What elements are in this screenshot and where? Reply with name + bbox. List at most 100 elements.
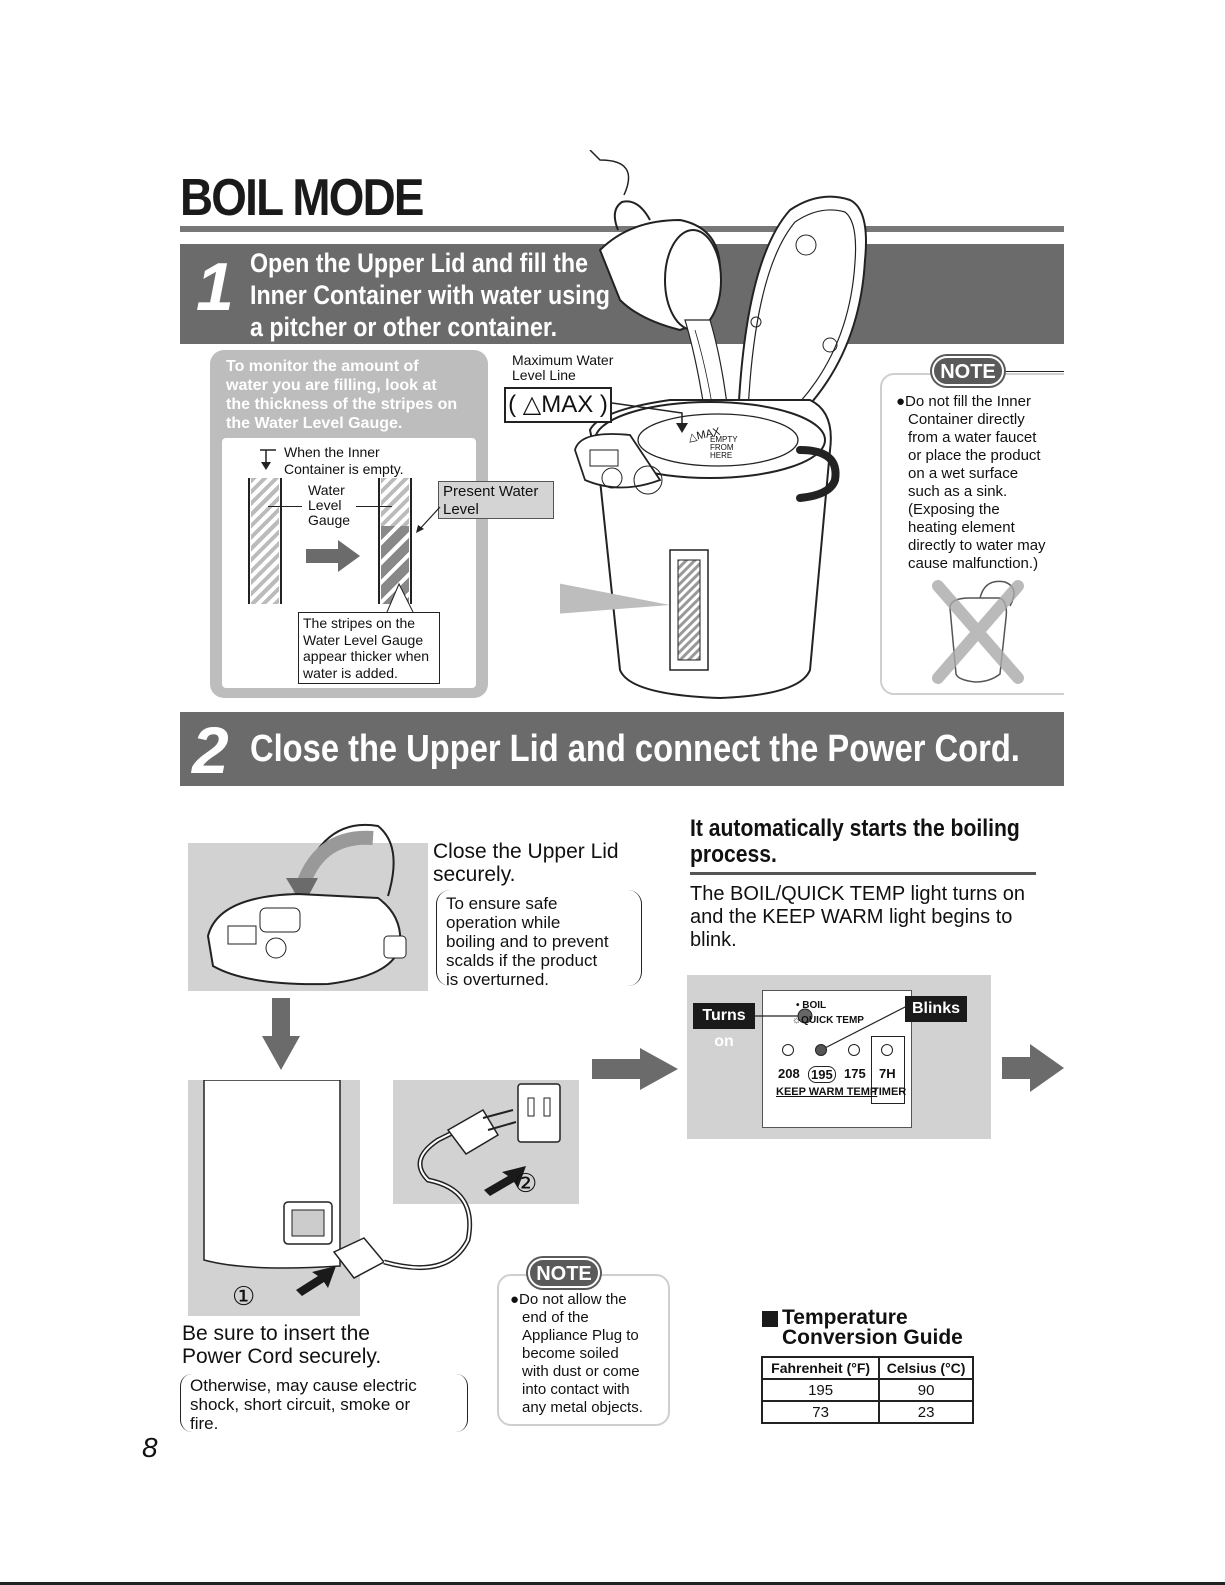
close-lid-illustration: [206, 823, 407, 986]
note1-badge: NOTE: [932, 356, 1004, 386]
empty-arrow: [260, 449, 276, 470]
table-cell: 90: [878, 1378, 974, 1402]
present-pointer: [416, 506, 441, 533]
timer-label: TIMER: [872, 1086, 907, 1098]
gauge-filled: [378, 478, 412, 604]
auto-start-body: and the KEEP WARM light begins to: [690, 906, 1013, 928]
present-level-line: Present Water: [443, 483, 539, 500]
from-label: FROM: [710, 443, 734, 452]
max-pointer: [612, 402, 688, 433]
note1-rule: [1006, 371, 1064, 372]
gauge-filled-stripes-thick: [381, 526, 409, 604]
indicator-175: [848, 1044, 860, 1056]
empty-from-here: EMPTY FROM HERE: [710, 436, 738, 460]
note1-line: on a wet surface: [908, 465, 1019, 482]
title-rule: [180, 226, 1064, 232]
table-header: Celsius (°C): [878, 1356, 974, 1380]
temp-195: 195: [808, 1066, 836, 1083]
auto-start-rule: [690, 872, 1036, 875]
auto-start-body: blink.: [690, 929, 737, 951]
note1-line: such as a sink.: [908, 483, 1008, 500]
paren-right: [628, 890, 642, 986]
timer-value: 7H: [879, 1066, 896, 1081]
note2-line: with dust or come: [522, 1363, 640, 1380]
table-header: Fahrenheit (°F): [760, 1356, 881, 1380]
note1-line: heating element: [908, 519, 1015, 536]
step1-line: a pitcher or other container.: [250, 312, 558, 342]
paren-right: [456, 1374, 468, 1432]
step1-line: Inner Container with water using: [250, 280, 610, 310]
stripes-note: The stripes on the Water Level Gauge app…: [298, 612, 440, 684]
page-number: 8: [142, 1432, 158, 1463]
page-title: BOIL MODE: [180, 169, 424, 227]
pot-fill-illustration: [560, 150, 867, 700]
gauge-label-line: Gauge: [308, 512, 351, 528]
step1-number: 1: [196, 249, 234, 325]
step2-banner: [180, 712, 1064, 786]
right-arrow-icon: [592, 1048, 678, 1090]
control-display: [762, 990, 912, 1128]
stripes-note-line: Water Level Gauge: [303, 631, 424, 648]
note2-line: end of the: [522, 1309, 589, 1326]
monitor-line: the Water Level Gauge.: [226, 415, 403, 432]
auto-start-body: The BOIL/QUICK TEMP light turns on: [690, 883, 1025, 905]
note2-line: become soiled: [522, 1345, 619, 1362]
gauge-filled-stripes-top: [381, 478, 409, 526]
conversion-table: Fahrenheit (°F) Celsius (°C) 195 90 73 2…: [760, 1356, 974, 1424]
gauge-empty-stripes: [251, 478, 279, 604]
quick-temp-label: ☼QUICK TEMP: [792, 1015, 864, 1026]
note1-line: cause malfunction.): [908, 555, 1039, 572]
step1-line: Open the Upper Lid and fill the: [250, 248, 588, 278]
empty-note-line: When the Inner: [284, 444, 380, 460]
temp-175: 175: [844, 1066, 866, 1081]
indicator-195: [815, 1044, 827, 1056]
table-header-row: Fahrenheit (°F) Celsius (°C): [760, 1356, 974, 1380]
no-faucet-illustration: [932, 580, 1024, 684]
note2-line: any metal objects.: [522, 1399, 643, 1416]
stripes-note-line: The stripes on the: [303, 615, 416, 631]
power-cord-illustration: [203, 1080, 561, 1296]
gauge-label-line: Level: [308, 497, 342, 513]
monitor-line: water you are filling, look at: [226, 377, 437, 394]
conv-head: Temperature: [782, 1306, 908, 1329]
max-level-symbol: ( △MAX ): [508, 391, 608, 418]
note2-line: ●Do not allow the: [510, 1291, 627, 1308]
empty-note-line: Container is empty.: [284, 461, 404, 477]
timer-box: [871, 1036, 905, 1104]
note2-badge: NOTE: [528, 1258, 600, 1288]
note1-line: ●Do not fill the Inner: [896, 393, 1031, 410]
table-cell: 73: [760, 1400, 881, 1424]
empty-label: EMPTY: [710, 435, 738, 444]
right-arrow-icon: [306, 540, 360, 572]
max-label-line: Maximum Water: [512, 352, 614, 368]
blinks-label: Blinks: [905, 996, 967, 1022]
table-row: 73 23: [760, 1400, 974, 1424]
insert-cord-sub: Otherwise, may cause electric: [190, 1376, 417, 1395]
insert-cord-sub: fire.: [190, 1414, 219, 1433]
auto-start-head: process.: [690, 841, 777, 868]
insert-cord-line: Power Cord securely.: [182, 1345, 382, 1368]
auto-start-head: It automatically starts the boiling: [690, 815, 1020, 842]
table-row: 195 90: [760, 1378, 974, 1402]
monitor-line: To monitor the amount of: [226, 358, 419, 375]
indicator-208: [782, 1044, 794, 1056]
stripes-note-line: water is added.: [303, 664, 398, 681]
max-level-box: ( △MAX ): [504, 387, 612, 423]
paren-left: [436, 890, 450, 986]
close-lid-line: securely.: [433, 863, 516, 886]
gauge-label-line: Water: [308, 482, 345, 498]
max-label-line: Level Line: [512, 367, 576, 383]
turns-on-label: Turns on: [693, 1003, 755, 1050]
bottom-rule: [0, 1582, 1225, 1585]
note1-line: directly to water may: [908, 537, 1046, 554]
insert-cord-line: Be sure to insert the: [182, 1322, 370, 1345]
step-a-marker: ①: [232, 1281, 256, 1311]
boil-label: • BOIL: [796, 1000, 827, 1011]
note1-line: from a water faucet: [908, 429, 1037, 446]
gauge-empty: [248, 478, 282, 604]
close-lid-line: Close the Upper Lid: [433, 840, 619, 863]
note1-line: or place the product: [908, 447, 1041, 464]
present-level-label: Present Water Level: [438, 481, 554, 519]
indicator-timer: [881, 1044, 893, 1056]
right-arrow-icon: [1002, 1044, 1064, 1092]
